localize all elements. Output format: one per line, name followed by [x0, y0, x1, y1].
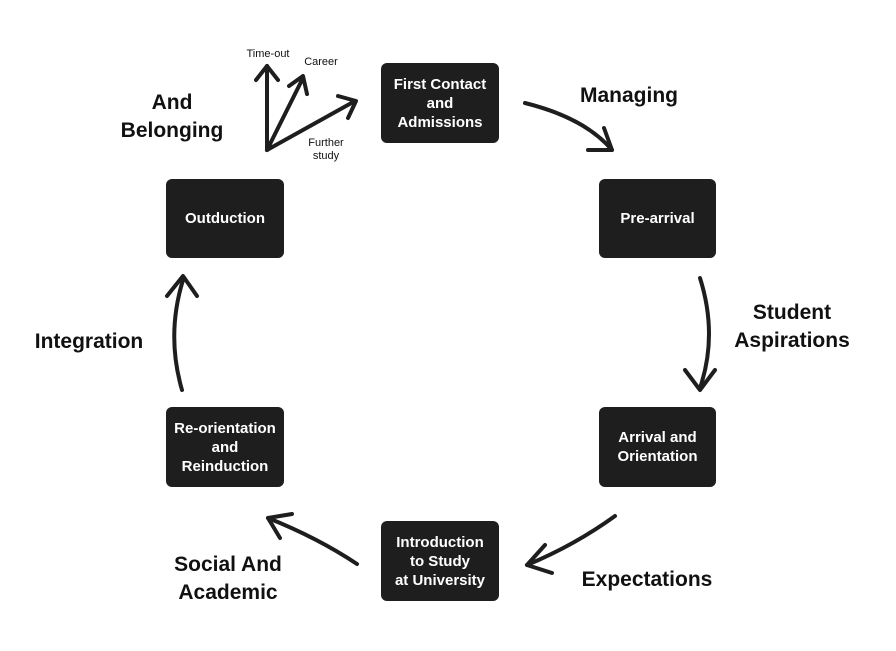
arrow-exit-further-study: [265, 99, 357, 152]
label-expectations: Expectations: [581, 568, 713, 591]
exit-label-further-study: Further study: [308, 137, 344, 162]
stage-pre-arrival: Pre-arrival: [599, 179, 716, 258]
arrow-first-contact-to-pre-arrival: [523, 101, 614, 152]
arrowhead-pre-arrival: [586, 126, 614, 152]
label-social-and-academic: Social And Academic: [174, 553, 282, 604]
arrowhead-career: [287, 74, 309, 96]
label-student-aspirations: Student Aspirations: [734, 301, 850, 352]
stage-first-contact: First Contact and Admissions: [381, 63, 499, 143]
stage-arrival-orientation: Arrival and Orientation: [599, 407, 716, 487]
exit-label-time-out: Time-out: [246, 48, 290, 60]
arrowhead-outduction: [165, 274, 199, 298]
arrowhead-further-study: [336, 94, 358, 120]
arrow-pre-arrival-to-arrival: [698, 276, 711, 390]
arrow-reorientation-to-outduction: [172, 278, 185, 392]
label-managing: Managing: [580, 84, 678, 107]
arrow-introduction-to-reorientation: [266, 516, 359, 566]
arrowhead-reorientation: [266, 512, 294, 540]
stage-introduction-to-study: Introduction to Study at University: [381, 521, 499, 601]
stage-outduction: Outduction: [166, 179, 284, 258]
arrow-exit-career: [265, 76, 305, 152]
arrowhead-arrival: [683, 368, 717, 392]
stage-reorientation: Re-orientation and Reinduction: [166, 407, 284, 487]
arrowhead-introduction: [525, 543, 554, 575]
arrowhead-time-out: [254, 64, 280, 82]
arrow-arrival-to-introduction: [525, 514, 617, 567]
exit-label-career: Career: [304, 56, 338, 68]
label-and-belonging: And Belonging: [120, 91, 224, 142]
label-integration: Integration: [34, 330, 144, 353]
